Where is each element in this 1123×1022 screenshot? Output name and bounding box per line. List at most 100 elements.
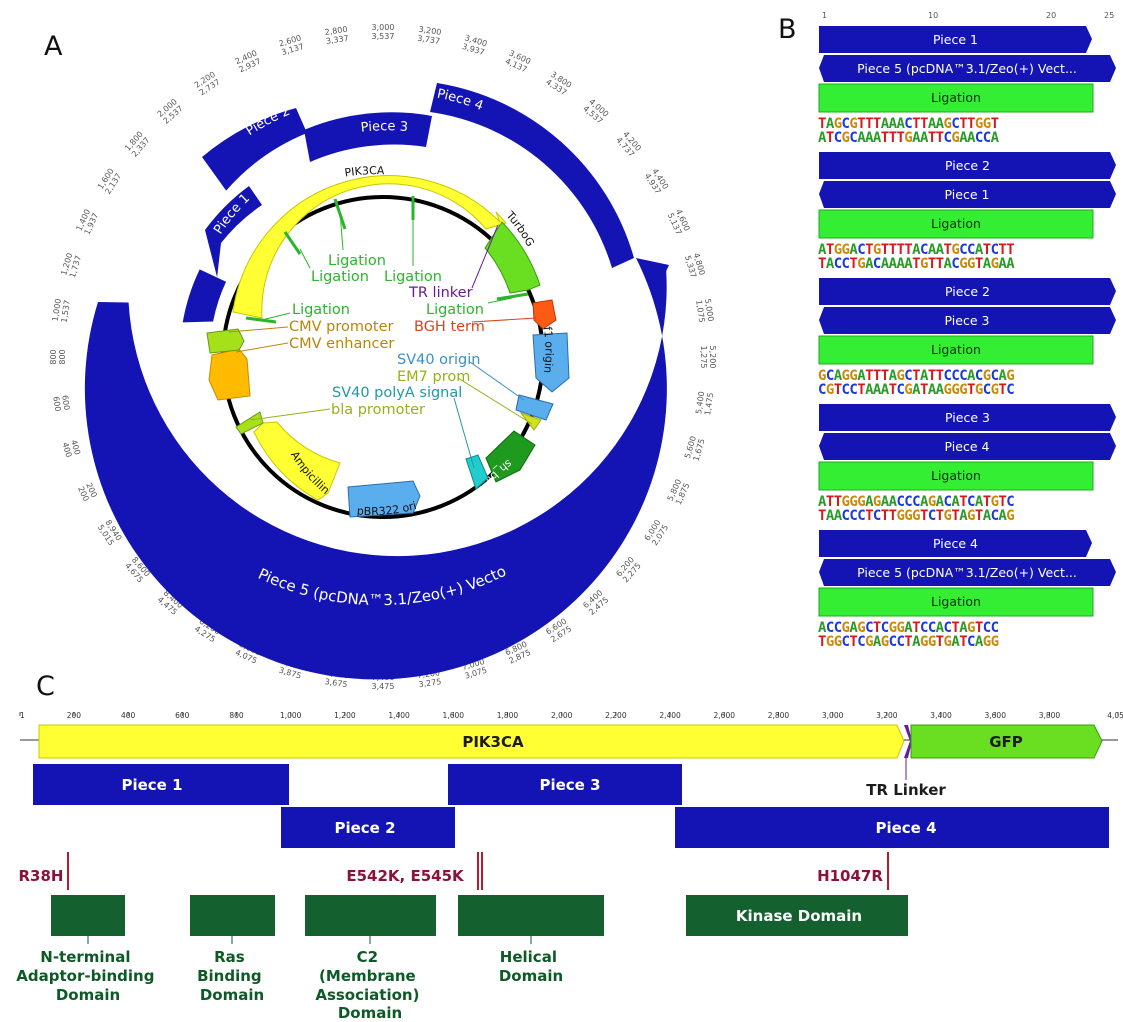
annot-sv40-origin: SV40 origin: [397, 352, 480, 368]
c-domain-4-label: Helical Domain: [499, 948, 563, 985]
plasmid-tick-label: 5,4001,475: [694, 391, 715, 416]
plasmid-tick-label: 2,4002,937: [234, 48, 262, 74]
leader-em7: [457, 377, 533, 425]
piece-3-arc: [304, 112, 432, 162]
c-domain-kinase: [686, 895, 908, 936]
plasmid-tick-label: 800800: [49, 349, 67, 364]
plasmid-tick-label: 3,8004,337: [544, 70, 573, 98]
b-ruler-1: 1: [822, 11, 827, 20]
c-ruler-label: 1,400: [388, 711, 410, 720]
plasmid-tick-label: 1,2001,737: [59, 252, 83, 279]
cmv-enhancer-feature: [208, 348, 251, 401]
b-block-2-middle-bar: [819, 181, 1116, 208]
b-block-4-seq1: ATTGGGAGAACCCAGACATCATGTC: [818, 494, 1014, 510]
sv40-polya-feature: [465, 454, 489, 490]
c-domain-2-label: Ras Binding Domain: [197, 948, 267, 1004]
plasmid-tick-label: 1,0001,537: [51, 298, 72, 323]
leader-cmv-promoter: [228, 326, 289, 333]
c-tr-linker-mark: [904, 725, 912, 758]
b-block-2-ligation-label: Ligation: [931, 216, 981, 231]
plasmid-tick-label: 1,8002,337: [123, 130, 152, 159]
piece-5-arc: [84, 258, 669, 680]
turbogfp-feature: [484, 221, 541, 294]
b-block-2-seq1: ATGGACTGTTTTACAATGCCATCTT: [818, 242, 1014, 258]
plasmid-tick-label: 5,0001,075: [694, 298, 715, 323]
b-block-3-ligation-label: Ligation: [931, 342, 981, 357]
c-piece-2-label: Piece 2: [334, 819, 395, 837]
plasmid-tick-label: 2,6003,137: [278, 33, 305, 57]
annot-ligation-4: Ligation: [426, 302, 484, 318]
c-tr-linker-label: TR Linker: [866, 781, 946, 799]
b-block-3-middle-bar: [819, 307, 1116, 334]
b-block-1-ligation-label: Ligation: [931, 90, 981, 105]
b-block-1-middle-bar: [819, 55, 1116, 82]
piece-1-arc-lower: [182, 269, 227, 323]
b-block-2-top-bar: [819, 152, 1116, 179]
bla-promoter-feature: [235, 411, 264, 435]
c-ruler-label: 3,800: [1039, 711, 1061, 720]
c-gfp-bar: [910, 724, 1103, 759]
plasmid-tick-label: 6,0002,075: [643, 518, 671, 547]
c-ruler-label: 1,000: [280, 711, 302, 720]
b-block-5-seq2: TGGCTCGAGCCTAGGTGATCAGG: [818, 634, 999, 650]
plasmid-tick-label: 1,6002,137: [96, 167, 124, 196]
annot-bla-promoter: bla promoter: [331, 402, 425, 418]
c-piece-2: [281, 807, 455, 848]
b-ruler-10: 10: [928, 11, 938, 20]
leader-sv40-polya: [453, 397, 475, 469]
c-piece-3: [448, 764, 682, 805]
b-block-4-middle-bar: [819, 433, 1116, 460]
b-block-5-top-label: Piece 4: [933, 536, 978, 551]
c-ruler-label: 600: [175, 711, 190, 720]
c-ruler-label: 2,600: [714, 711, 736, 720]
annot-ligation-3: Ligation: [384, 269, 442, 285]
b-ruler-25: 25: [1104, 11, 1114, 20]
plasmid-tick-label: 6,2002,275: [614, 555, 643, 584]
plasmid-tick-label: 4,0004,537: [581, 97, 610, 126]
leader-tr-linker: [471, 224, 499, 289]
c-ruler-label: 3,000: [822, 711, 844, 720]
leader-sv40-origin: [469, 361, 525, 401]
c-ruler-label: 3,600: [985, 711, 1007, 720]
b-block-1-seq1: TAGCGTTTAAACTTAAGCTTGGT: [818, 116, 999, 132]
c-domain-n-terminal: [51, 895, 125, 936]
plasmid-tick-label: 200200: [76, 481, 99, 502]
leader-bgh-term: [471, 317, 537, 323]
f1-origin-feature: [532, 332, 570, 393]
leader-ligation-2: [299, 248, 311, 269]
b-block-5-top-bar: [819, 530, 1092, 557]
c-piece-1: [33, 764, 289, 805]
plasmid-tick-label: 3,2003,737: [417, 25, 442, 46]
b-block-5-middle-label: Piece 5 (pcDNA™3.1/Zeo(+) Vect...: [857, 565, 1077, 580]
leader-bla: [249, 408, 331, 421]
c-ruler-label: 200: [67, 711, 82, 720]
annot-ligation-5: Ligation: [292, 302, 350, 318]
plasmid-tick-label: 2,0002,537: [156, 97, 185, 126]
piece-4-arc: [430, 83, 634, 268]
b-block-2-ligation-bar: [818, 209, 1094, 239]
c-ruler-label: 2,000: [551, 711, 573, 720]
c-domain-1-label: N-terminal Adaptor-binding Domain: [16, 948, 159, 1004]
b-block-4-seq2: TAACCCTCTTGGGTCTGTAGTACAG: [818, 508, 1014, 524]
c-mutation-e542k-e545k: E542K, E545K: [346, 867, 465, 885]
c-ruler-label: 2,200: [605, 711, 627, 720]
b-block-3-ligation-bar: [818, 335, 1094, 365]
panel-c-label: C: [36, 671, 55, 702]
b-block-5-middle-bar: [819, 559, 1116, 586]
plasmid-tick-label: 400400: [60, 439, 82, 459]
c-ruler-label: 2,800: [768, 711, 790, 720]
c-piece-1-label: Piece 1: [121, 776, 182, 794]
b-block-3-seq1: GCAGGATTTAGCTATTCCCACGCAG: [818, 368, 1014, 384]
annot-ligation-1: Ligation: [328, 253, 386, 269]
b-block-4-top-bar: [819, 404, 1116, 431]
c-ruler-label: 1: [20, 711, 25, 720]
panel-a-label: A: [44, 31, 63, 62]
c-ruler-label: 2,400: [659, 711, 681, 720]
annot-em7-prom: EM7 prom: [397, 369, 470, 385]
c-pik3ca-label: PIK3CA: [462, 733, 524, 751]
